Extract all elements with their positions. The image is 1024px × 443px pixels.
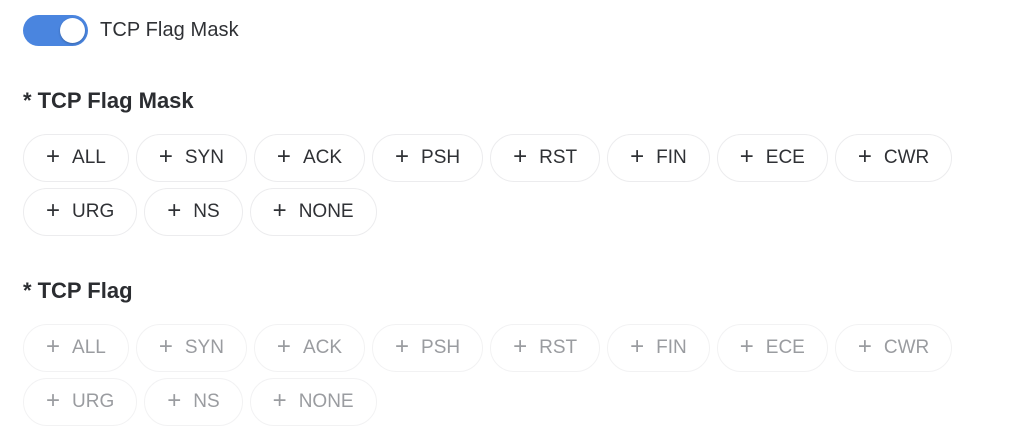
plus-icon: + [513,333,528,360]
flag-option-ns[interactable]: + NS [144,378,243,426]
flag-option-ack[interactable]: + ACK [253,324,366,372]
plus-icon: + [513,143,528,170]
plus-icon: + [857,333,872,360]
plus-icon: + [739,333,754,360]
plus-icon: + [158,333,173,360]
flag-option-cwr[interactable]: + CWR [834,324,953,372]
flag-option-ece[interactable]: + ECE [716,324,828,372]
option-label: URG [72,391,115,412]
plus-icon: + [395,143,410,170]
plus-icon: + [395,333,410,360]
flag-mask-options: +ALL +SYN +ACK +PSH +RST +FIN +ECE +CWR … [23,134,968,236]
plus-icon: + [857,143,872,170]
tcp-flag-mask-toggle-row: TCP Flag Mask [23,15,239,46]
flag-option-rst[interactable]: + RST [490,324,601,372]
option-label: SYN [184,337,224,358]
option-label: PSH [421,147,461,168]
flag-mask-option-ns[interactable]: + NS [144,188,243,236]
plus-icon: + [276,333,291,360]
flag-mask-option-rst[interactable]: + RST [490,134,601,182]
toggle-label: TCP Flag Mask [100,19,239,41]
option-label: NS [193,391,220,412]
flag-mask-option-urg[interactable]: + URG [23,188,138,236]
flag-mask-option-ack[interactable]: + ACK [253,134,366,182]
option-label: FIN [656,337,687,358]
plus-icon: + [158,143,173,170]
option-label: ALL [72,337,106,358]
flag-option-urg[interactable]: + URG [23,378,138,426]
required-marker: * [23,278,32,303]
plus-icon: + [167,387,182,414]
option-label: RST [539,337,578,358]
option-label: ALL [72,147,106,168]
flag-mask-option-ece[interactable]: + ECE [716,134,828,182]
option-label: ECE [765,147,805,168]
option-label: NONE [298,391,354,412]
option-label: CWR [883,147,930,168]
flag-mask-option-syn[interactable]: + SYN [135,134,247,182]
flag-option-fin[interactable]: + FIN [607,324,710,372]
flag-option-psh[interactable]: + PSH [372,324,484,372]
required-marker: * [23,88,32,113]
plus-icon: + [46,387,61,414]
flag-mask-option-none[interactable]: + NONE [249,188,377,236]
option-label: FIN [656,147,687,168]
tcp-flag-mask-section: *TCP Flag Mask +ALL +SYN +ACK +PSH +RST … [23,86,968,236]
flag-mask-option-psh[interactable]: + PSH [372,134,484,182]
plus-icon: + [46,143,61,170]
toggle-knob [60,18,85,43]
plus-icon: + [272,387,287,414]
plus-icon: + [167,197,182,224]
option-label: SYN [184,147,224,168]
flag-mask-option-all[interactable]: + ALL [23,134,129,182]
section-title: *TCP Flag Mask [23,86,968,116]
tcp-flag-section: *TCP Flag +ALL +SYN +ACK +PSH +RST +FIN … [23,276,968,426]
flag-mask-option-cwr[interactable]: + CWR [834,134,953,182]
flag-mask-option-fin[interactable]: + FIN [607,134,710,182]
plus-icon: + [276,143,291,170]
tcp-flag-mask-toggle[interactable] [23,15,88,46]
flag-option-none[interactable]: + NONE [249,378,377,426]
section-title: *TCP Flag [23,276,968,306]
plus-icon: + [272,197,287,224]
flag-options: +ALL +SYN +ACK +PSH +RST +FIN +ECE +CWR … [23,324,968,426]
plus-icon: + [46,197,61,224]
option-label: ACK [302,147,343,168]
plus-icon: + [630,333,645,360]
option-label: URG [72,201,115,222]
option-label: NONE [298,201,354,222]
option-label: CWR [883,337,930,358]
flag-option-syn[interactable]: + SYN [135,324,247,372]
plus-icon: + [630,143,645,170]
plus-icon: + [46,333,61,360]
section-title-text: TCP Flag Mask [37,88,194,113]
plus-icon: + [739,143,754,170]
flag-option-all[interactable]: + ALL [23,324,129,372]
option-label: ECE [765,337,805,358]
option-label: NS [193,201,220,222]
option-label: PSH [421,337,461,358]
option-label: ACK [302,337,343,358]
option-label: RST [539,147,578,168]
section-title-text: TCP Flag [37,278,133,303]
